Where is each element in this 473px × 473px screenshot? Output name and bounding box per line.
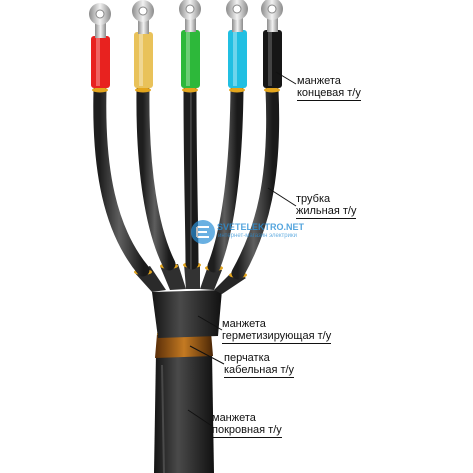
label-cover-line1: манжета xyxy=(212,412,256,424)
lug-5 xyxy=(261,0,283,32)
leader-sealing xyxy=(197,315,223,331)
end-cuff-phase-3 xyxy=(181,30,200,88)
label-sealing-line2: герметизирующая т/у xyxy=(222,330,332,344)
lug-1 xyxy=(89,3,111,38)
lug-3 xyxy=(179,0,201,32)
leader-tube xyxy=(267,187,297,207)
leader-cover xyxy=(187,409,213,427)
label-glove-line2: кабельная т/у xyxy=(224,364,295,378)
watermark-tagline: интернет-магазин электрики xyxy=(218,233,297,239)
end-cuffs xyxy=(91,30,282,88)
watermark-logo xyxy=(191,220,215,244)
cable-lugs xyxy=(89,0,283,38)
label-cover: манжета покровная т/у xyxy=(212,412,282,438)
leader-glove xyxy=(189,345,225,365)
label-tube: трубка жильная т/у xyxy=(296,193,357,219)
leader-lines xyxy=(187,71,297,427)
label-sealing-line1: манжета xyxy=(222,318,266,330)
label-glove-line1: перчатка xyxy=(224,352,270,364)
end-cuff-phase-5 xyxy=(263,30,282,88)
label-glove: перчатка кабельная т/у xyxy=(224,352,295,378)
lug-2 xyxy=(132,0,154,34)
lug-4 xyxy=(226,0,248,32)
label-sealing: манжета герметизирующая т/у xyxy=(222,318,332,344)
label-tube-line1: трубка xyxy=(296,193,331,205)
label-tube-line2: жильная т/у xyxy=(296,205,357,219)
leader-end-cap xyxy=(275,71,297,85)
label-cover-line2: покровная т/у xyxy=(212,424,282,438)
label-end-cap-line2: концевая т/у xyxy=(297,87,361,101)
end-cuff-phase-1 xyxy=(91,36,110,88)
conductor-tubes xyxy=(93,83,280,280)
cover-cuff xyxy=(154,352,214,473)
end-cuff-phase-4 xyxy=(228,30,247,88)
end-cuff-phase-2 xyxy=(134,32,153,88)
watermark-brand: SVETELEKTRO.NET xyxy=(217,222,305,232)
label-end-cap: манжета концевая т/у xyxy=(297,75,361,101)
tube-rings xyxy=(92,87,280,93)
label-end-cap-line1: манжета xyxy=(297,75,341,87)
